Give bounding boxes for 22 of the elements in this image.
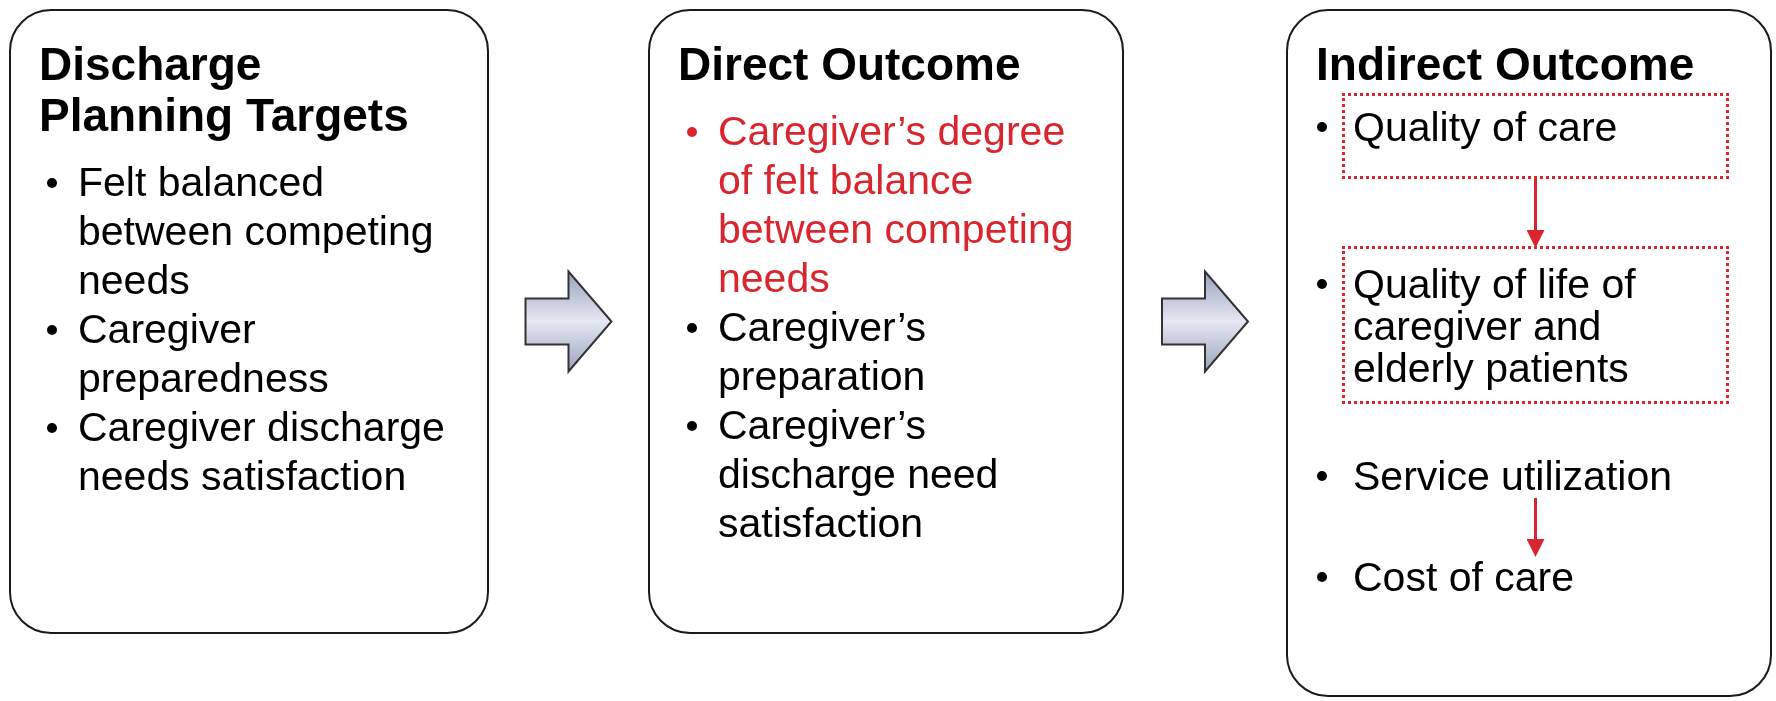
dotted-box [1342, 93, 1729, 179]
item-text: Quality of life of caregiver and elderly patients [1353, 261, 1636, 391]
item-text: Caregiver preparedness [78, 306, 329, 401]
panel-heading: Direct Outcome [678, 39, 1022, 90]
arrow [1526, 179, 1545, 248]
item-text: Caregiver’s discharge need satisfaction [718, 402, 999, 546]
block-arrow [1161, 268, 1250, 375]
panel-box [648, 9, 1124, 634]
item-text: Caregiver’s degree of felt balance between competing needs [718, 108, 1074, 301]
item-text: Service utilization [1342, 454, 1729, 498]
panel-heading: Discharge Planning Targets [39, 39, 410, 141]
item-text: Cost of care [1342, 555, 1729, 599]
item-text: Felt balanced between competing needs [78, 159, 434, 303]
item-text: Caregiver discharge needs satisfaction [78, 404, 445, 499]
dotted-box [1342, 246, 1729, 404]
panel-box [1286, 9, 1772, 697]
block-arrow [524, 268, 613, 375]
arrow [1526, 498, 1545, 557]
item-text: Quality of care [1353, 104, 1618, 150]
panel-heading: Indirect Outcome [1316, 39, 1696, 90]
panel-box [9, 9, 489, 634]
item-text: Caregiver’s preparation [718, 304, 927, 399]
